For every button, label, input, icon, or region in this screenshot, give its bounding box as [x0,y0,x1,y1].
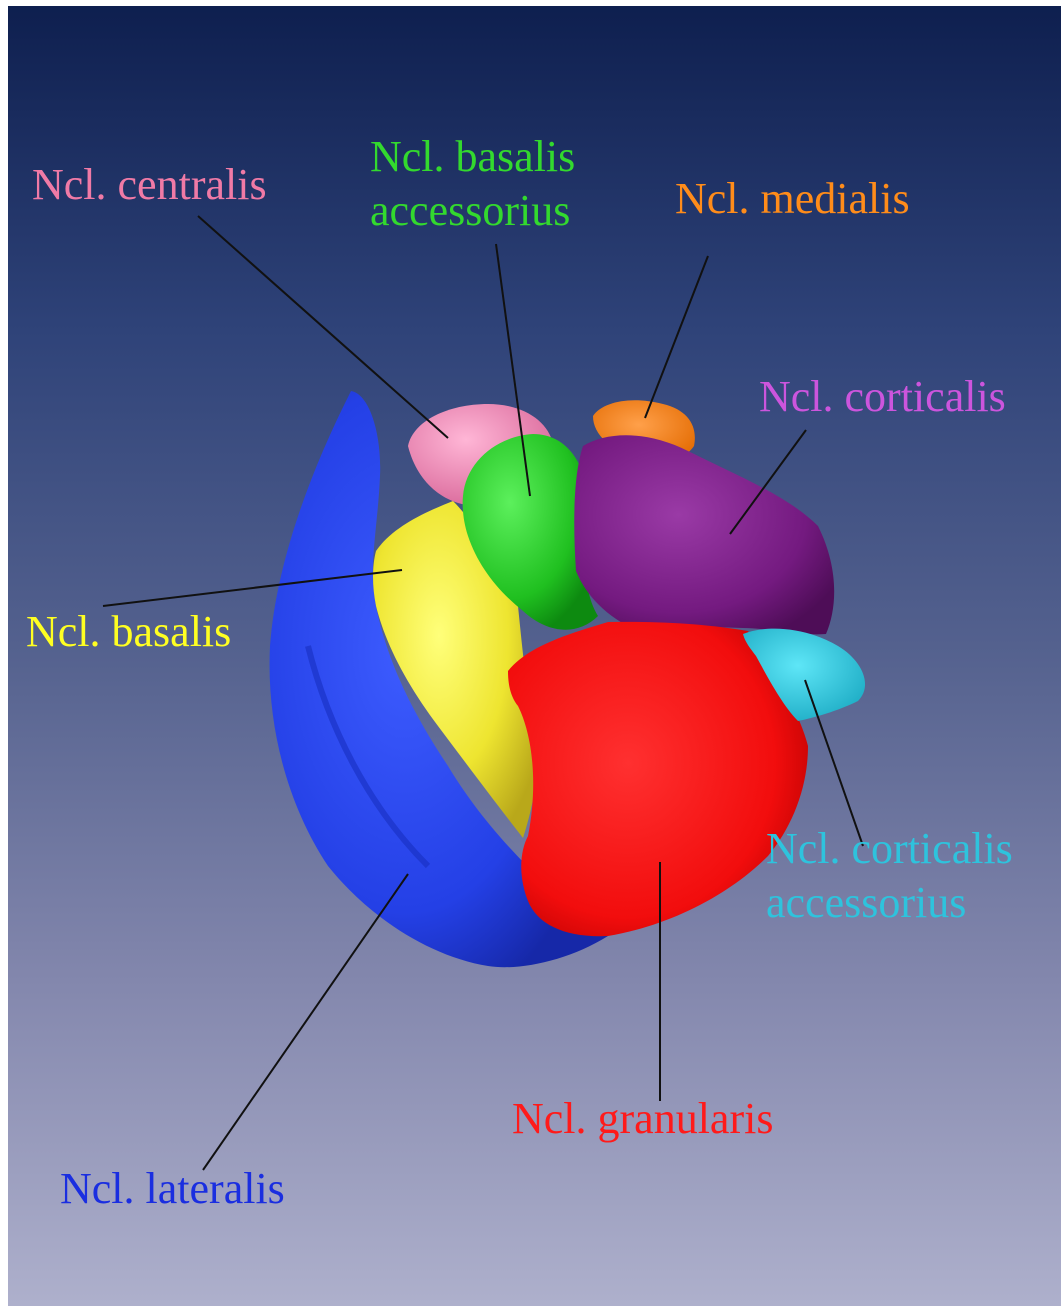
label-basalis-accessorius-line2: accessorius [370,184,575,238]
granularis-region [508,622,808,936]
corticalis-region [574,435,834,634]
label-basalis-accessorius-line1: Ncl. basalis [370,130,575,184]
leader-line-lateralis [203,874,408,1170]
label-corticalis-accessorius-line1: Ncl. corticalis [766,822,1013,876]
label-lateralis: Ncl. lateralis [60,1162,285,1216]
label-corticalis-accessorius-line2: accessorius [766,876,1013,930]
leader-line-centralis [198,216,448,438]
label-corticalis-accessorius: Ncl. corticalis accessorius [766,822,1013,930]
label-medialis: Ncl. medialis [675,172,910,226]
label-centralis: Ncl. centralis [32,158,267,212]
diagram-canvas: Ncl. centralis Ncl. basalis accessorius … [8,6,1061,1306]
label-basalis: Ncl. basalis [26,605,231,659]
label-basalis-accessorius: Ncl. basalis accessorius [370,130,575,238]
label-corticalis: Ncl. corticalis [759,370,1006,424]
label-granularis: Ncl. granularis [512,1092,773,1146]
leader-line-medialis [645,256,708,418]
